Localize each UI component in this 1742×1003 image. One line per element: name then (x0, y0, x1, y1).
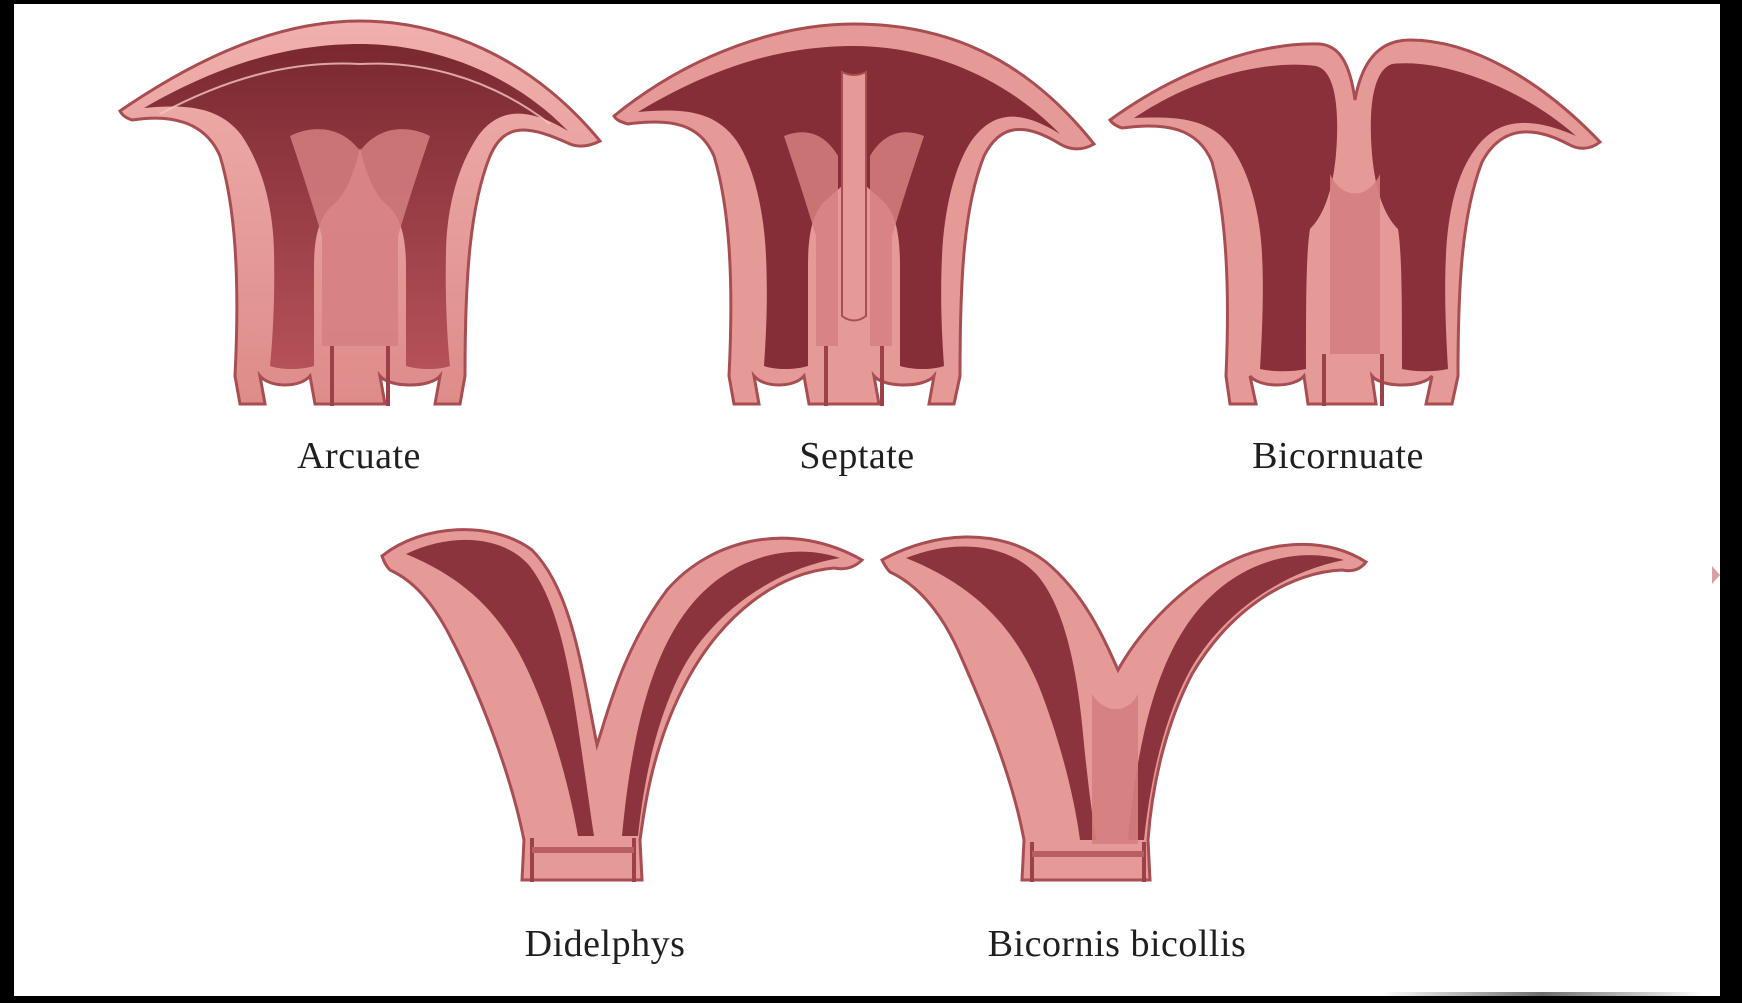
bicornis-bicollis-caption: Bicornis bicollis (988, 922, 1247, 966)
bicornuate-uterus-icon (1110, 24, 1600, 416)
bicornuate-caption: Bicornuate (1252, 434, 1424, 478)
didelphys-caption: Didelphys (525, 922, 686, 966)
septate-uterus-icon (614, 16, 1094, 416)
bottom-scan-artifact (1382, 992, 1702, 996)
arcuate-caption: Arcuate (297, 434, 421, 478)
arcuate-uterus-icon (120, 16, 600, 416)
diagram-panel: Arcuate Septate Bicornuate D (14, 4, 1720, 996)
bicornis-bicollis-uterus-icon (882, 524, 1366, 884)
didelphys-uterus-icon (382, 520, 862, 884)
edge-marker (1712, 566, 1720, 584)
septate-caption: Septate (799, 434, 914, 478)
